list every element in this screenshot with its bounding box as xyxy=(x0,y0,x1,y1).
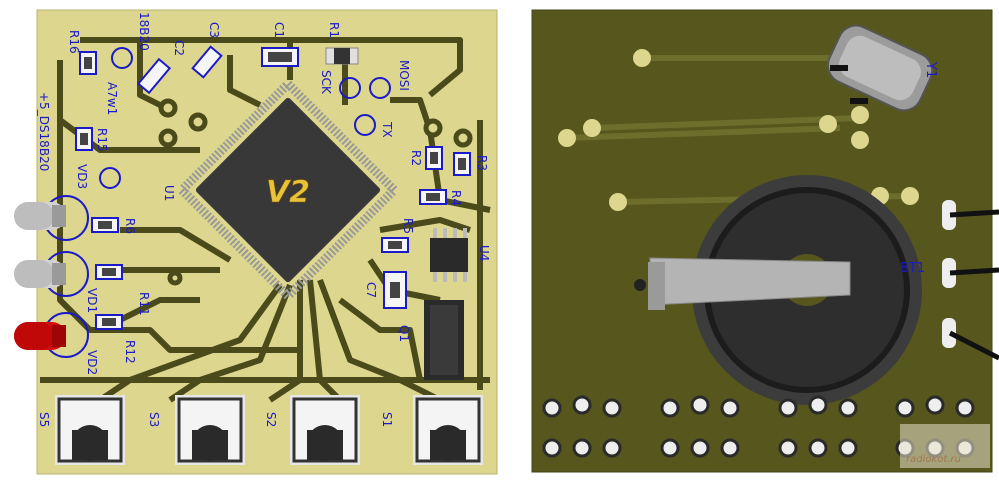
label-c7: C7 xyxy=(364,282,378,298)
label-r5: R5 xyxy=(401,218,415,234)
label-ds18b20: +5_DS18B20 xyxy=(37,92,51,171)
front-q1-component xyxy=(424,300,464,380)
label-r16: R16 xyxy=(67,30,81,54)
front-silk-circles xyxy=(99,47,391,189)
label-r3: R3 xyxy=(475,155,489,171)
back-pcb-view: Y1 BT1 radiokot.ru xyxy=(520,0,999,487)
label-s2: S2 xyxy=(264,412,278,427)
label-18b20: 18B20 xyxy=(137,12,151,51)
label-vd2: VD2 xyxy=(85,350,99,375)
back-battery-holder: BT1 xyxy=(634,175,925,405)
label-vd3: VD3 xyxy=(75,164,89,189)
label-c3: C3 xyxy=(207,22,221,38)
front-u1-chip: V2 xyxy=(175,77,401,303)
label-tx: TX xyxy=(380,121,394,138)
label-mosi: MOSI xyxy=(397,60,411,91)
label-r4: R4 xyxy=(449,190,463,206)
label-r15: R15 xyxy=(95,128,109,152)
watermark-logo: radiokot.ru xyxy=(900,424,990,468)
label-c2: C2 xyxy=(172,40,186,56)
label-s3: S3 xyxy=(147,412,161,427)
label-y1: Y1 xyxy=(923,61,938,78)
back-pcb-svg: Y1 BT1 radiokot.ru xyxy=(531,9,999,473)
label-r6: R6 xyxy=(123,218,137,234)
label-a7w1: A7w1 xyxy=(105,82,119,115)
label-s1: S1 xyxy=(380,412,394,427)
label-r12: R12 xyxy=(123,340,137,364)
label-r2: R2 xyxy=(409,150,423,166)
front-pcb-view: V2 xyxy=(14,9,498,475)
back-y1-crystal: Y1 xyxy=(826,24,938,112)
front-silk-labels: R16 18B20 C2 C3 C1 R1 SCK MOSI A7w1 +5_D… xyxy=(37,12,491,427)
watermark-text: radiokot.ru xyxy=(906,454,961,465)
label-s5: S5 xyxy=(37,412,51,427)
label-r11: R11 xyxy=(137,292,151,316)
front-leds xyxy=(14,195,89,358)
front-pads xyxy=(158,98,473,286)
front-u4-soic xyxy=(430,228,468,282)
front-buttons xyxy=(55,395,483,465)
back-led-leads xyxy=(942,200,999,361)
label-r1: R1 xyxy=(327,22,341,38)
label-u4: U4 xyxy=(477,245,491,261)
front-smd-parts xyxy=(75,45,471,330)
label-q1: Q1 xyxy=(397,325,411,342)
label-u1: U1 xyxy=(162,185,176,201)
label-bt1: BT1 xyxy=(900,261,925,276)
front-pcb-svg: V2 xyxy=(14,9,498,475)
label-sck: SCK xyxy=(319,70,333,95)
chip-label-v2: V2 xyxy=(266,175,310,210)
label-c1: C1 xyxy=(272,22,286,38)
label-vd1: VD1 xyxy=(85,288,99,313)
